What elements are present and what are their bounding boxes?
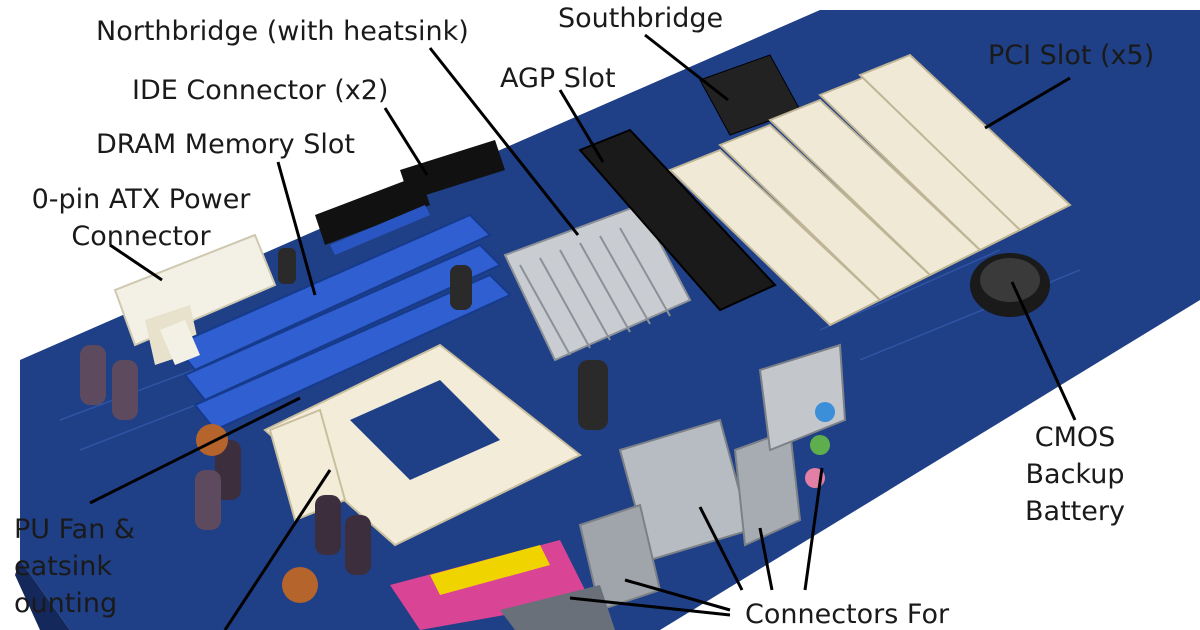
label-northbridge: Northbridge (with heatsink)	[96, 16, 469, 47]
label-pci-slot: PCI Slot (x5)	[988, 40, 1155, 71]
leader-lines	[89, 33, 1077, 630]
leader-conn-4	[624, 578, 731, 612]
leader-dram	[276, 161, 317, 296]
leader-pci	[984, 76, 1071, 130]
label-cmos-battery: CMOS Backup Battery	[1010, 419, 1140, 530]
leader-conn-5	[569, 596, 731, 617]
rear-io-connectors	[578, 343, 847, 612]
label-cmos-line2: Backup	[1025, 459, 1125, 490]
ide-connectors	[315, 140, 505, 255]
label-ide-connector: IDE Connector (x2)	[132, 75, 389, 106]
label-cpu-line3: ounting	[14, 588, 118, 619]
label-dram-slot: DRAM Memory Slot	[96, 129, 355, 160]
leader-cpu-1	[89, 396, 301, 505]
label-cpu-line1: PU Fan &	[14, 514, 135, 545]
capacitors	[80, 248, 608, 575]
cmos-battery	[970, 253, 1050, 317]
label-atx-power-line1: 0-pin ATX Power	[31, 184, 251, 215]
label-agp-slot: AGP Slot	[500, 63, 616, 94]
leader-conn-3	[803, 467, 824, 591]
label-southbridge: Southbridge	[558, 3, 724, 34]
label-connectors-for: Connectors For	[745, 599, 950, 630]
leader-atx	[109, 243, 163, 282]
label-cmos-line3: Battery	[1025, 496, 1125, 527]
leader-conn-1	[698, 506, 744, 591]
inductor-coil-2	[282, 567, 318, 603]
label-atx-power-line2: Connector	[71, 221, 211, 252]
leader-conn-2	[758, 527, 774, 591]
leader-agp	[558, 89, 605, 163]
label-cpu-fan: PU Fan & eatsink ounting	[14, 511, 135, 622]
agp-slot	[578, 128, 777, 312]
label-atx-power: 0-pin ATX Power Connector	[6, 181, 276, 255]
leader-cpu-2	[223, 469, 332, 630]
serial-port	[500, 585, 615, 630]
label-cmos-line1: CMOS	[1034, 422, 1116, 453]
dram-memory-slots	[160, 213, 512, 432]
inductor-coil	[196, 424, 228, 456]
pcb-shadow-edge	[15, 560, 70, 630]
leader-northbridge	[428, 47, 580, 236]
leader-southbridge	[644, 33, 729, 102]
cpu-socket	[263, 343, 582, 547]
leader-ide	[383, 107, 429, 176]
label-cpu-line2: eatsink	[14, 551, 113, 582]
leader-cmos	[1010, 281, 1077, 421]
pci-slots	[668, 53, 1072, 327]
northbridge-heatsink	[503, 203, 692, 362]
